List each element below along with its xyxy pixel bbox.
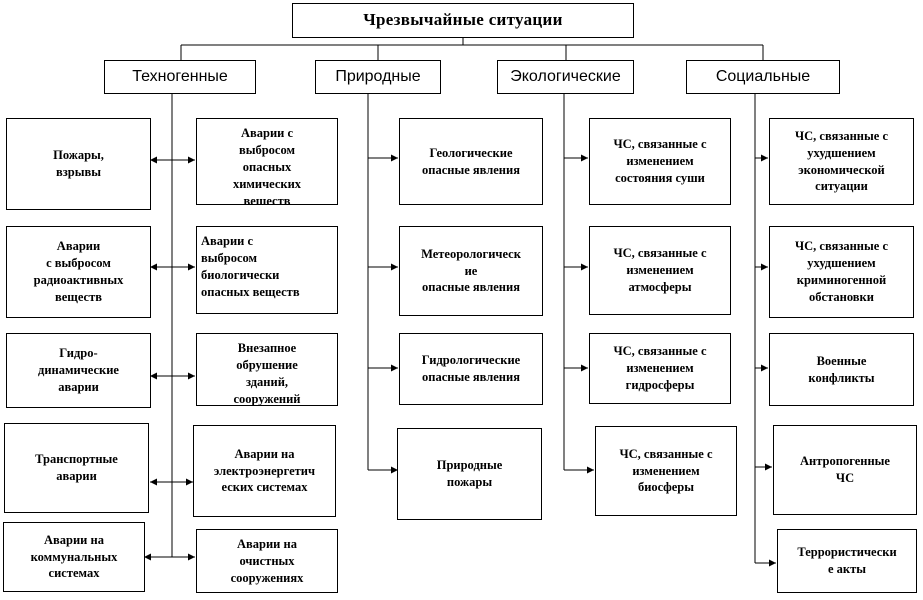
ecological-item-hydrosphere: ЧС, связанные с изменением гидросферы	[589, 333, 731, 404]
item-text: Гидро- динамические аварии	[38, 346, 119, 394]
item-text: ЧС, связанные с ухудшением экономической…	[794, 128, 888, 194]
ecological-item-biosphere: ЧС, связанные с изменением биосферы	[595, 426, 737, 516]
item-text: Транспортные аварии	[35, 452, 118, 483]
technogenic-item-treatment: Аварии на очистных сооружениях	[196, 529, 338, 593]
category-ecological-label: Экологические	[510, 68, 621, 86]
item-text: Аварии с выбросом радиоактивных веществ	[33, 239, 124, 304]
item-text: Аварии на коммунальных системах	[30, 532, 118, 581]
item-text: Аварии на электроэнергетич еских система…	[213, 446, 316, 495]
category-technogenic-label: Техногенные	[132, 68, 228, 86]
category-social: Социальные	[686, 60, 840, 94]
ecological-item-atmosphere: ЧС, связанные с изменением атмосферы	[589, 226, 731, 315]
category-natural: Природные	[315, 60, 441, 94]
social-item-military: Военные конфликты	[769, 333, 914, 406]
category-technogenic: Техногенные	[104, 60, 256, 94]
item-text: Гидрологические опасные явления	[421, 353, 521, 384]
item-text: Метеорологическ ие опасные явления	[421, 246, 521, 295]
technogenic-item-biological: Аварии с выбросом биологически опасных в…	[196, 226, 338, 314]
technogenic-item-transport: Транспортные аварии	[4, 423, 149, 513]
item-text: ЧС, связанные с изменением состояния суш…	[613, 137, 707, 185]
social-item-economic: ЧС, связанные с ухудшением экономической…	[769, 118, 914, 205]
technogenic-item-utilities: Аварии на коммунальных системах	[3, 522, 145, 592]
diagram-title: Чрезвычайные ситуации	[292, 3, 634, 38]
technogenic-item-power: Аварии на электроэнергетич еских система…	[193, 425, 336, 517]
category-ecological: Экологические	[497, 60, 634, 94]
item-text: Пожары, взрывы	[53, 148, 104, 179]
natural-item-hydrological: Гидрологические опасные явления	[399, 333, 543, 405]
item-text: ЧС, связанные с изменением гидросферы	[613, 344, 707, 392]
item-text: ЧС, связанные с изменением биосферы	[619, 446, 713, 495]
technogenic-item-hydrodynamic: Гидро- динамические аварии	[6, 333, 151, 408]
technogenic-item-chemical: Аварии с выбросом опасных химических вещ…	[196, 118, 338, 205]
item-text: Террористически е акты	[797, 545, 897, 576]
natural-item-geological: Геологические опасные явления	[399, 118, 543, 205]
social-item-criminal: ЧС, связанные с ухудшением криминогенной…	[769, 226, 914, 318]
technogenic-item-fires: Пожары, взрывы	[6, 118, 151, 210]
social-item-anthropogenic: Антропогенные ЧС	[773, 425, 917, 515]
social-item-terrorism: Террористически е акты	[777, 529, 917, 593]
item-text: ЧС, связанные с изменением атмосферы	[613, 246, 707, 294]
item-text: ЧС, связанные с ухудшением криминогенной…	[794, 239, 888, 304]
item-text: Аварии с выбросом биологически опасных в…	[201, 234, 300, 299]
technogenic-item-radioactive: Аварии с выбросом радиоактивных веществ	[6, 226, 151, 318]
diagram-title-text: Чрезвычайные ситуации	[363, 10, 563, 30]
natural-item-wildfires: Природные пожары	[397, 428, 542, 520]
item-text: Аварии с выбросом опасных химических вещ…	[232, 126, 302, 205]
item-text: Антропогенные ЧС	[800, 454, 890, 485]
ecological-item-land: ЧС, связанные с изменением состояния суш…	[589, 118, 731, 205]
natural-item-meteorological: Метеорологическ ие опасные явления	[399, 226, 543, 316]
category-social-label: Социальные	[715, 68, 811, 86]
item-text: Аварии на очистных сооружениях	[230, 537, 304, 585]
item-text: Военные конфликты	[808, 353, 875, 385]
category-natural-label: Природные	[335, 68, 421, 86]
item-text: Геологические опасные явления	[422, 145, 520, 177]
technogenic-item-collapse: Внезапное обрушение зданий, сооружений	[196, 333, 338, 406]
item-text: Природные пожары	[436, 458, 503, 489]
item-text: Внезапное обрушение зданий, сооружений	[233, 341, 301, 406]
